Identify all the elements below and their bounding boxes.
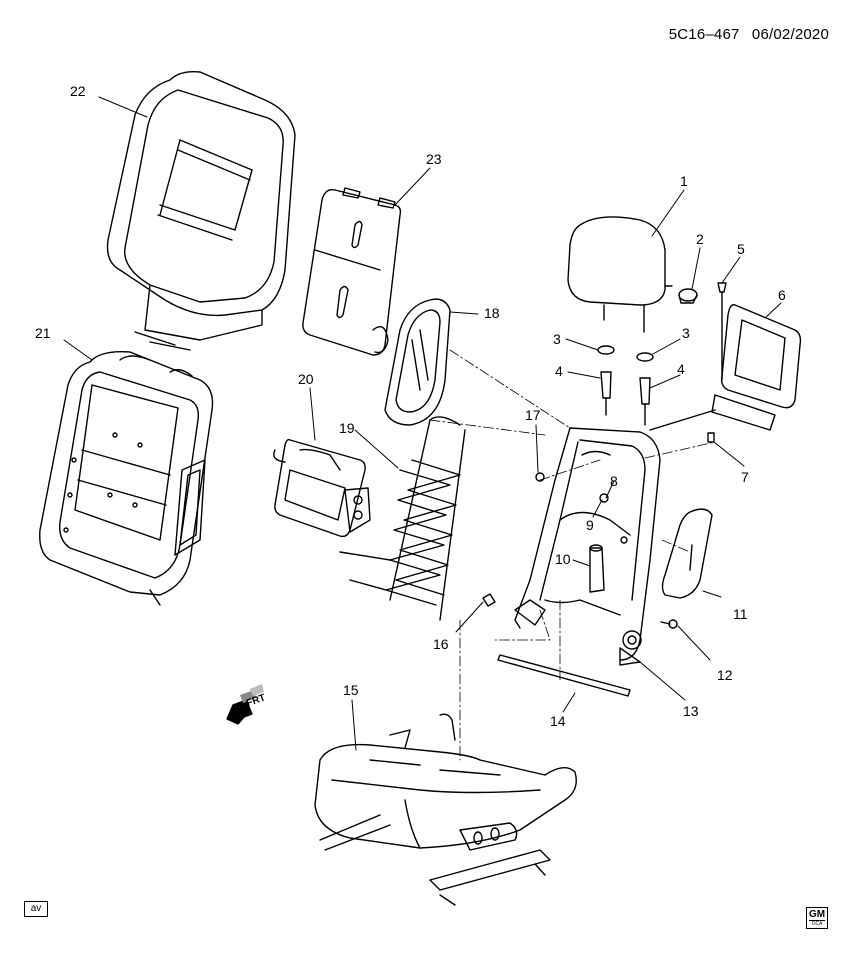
part-2-guide (678, 288, 698, 304)
callout-18: 18 (484, 305, 500, 321)
part-10-motor (589, 544, 605, 593)
part-7-clip (707, 432, 715, 443)
gm-logo-sub: OCA (809, 920, 825, 927)
parts-5-6-switch-module (649, 282, 802, 431)
callout-12: 12 (717, 667, 733, 683)
callout-5: 5 (737, 241, 745, 257)
assembly-reference-lines (429, 349, 716, 761)
callout-10: 10 (555, 551, 571, 567)
callout-9: 9 (586, 517, 594, 533)
diagram-code: 5C16–467 (668, 26, 740, 43)
callout-17: 17 (525, 407, 541, 423)
part-1-head-restraint (567, 216, 673, 333)
parts-3-4-guides (597, 345, 654, 426)
callout-13: 13 (683, 703, 699, 719)
gm-logo-text: GM (808, 909, 826, 920)
callout-21: 21 (35, 325, 51, 341)
part-23-backer-board (302, 187, 402, 356)
callout-4-left: 4 (555, 363, 563, 379)
leader-lines (63, 96, 782, 751)
callout-22: 22 (70, 83, 86, 99)
callout-20: 20 (298, 371, 314, 387)
callout-8: 8 (610, 473, 618, 489)
part-21-seatback-panel (39, 351, 214, 606)
part-14-trim-strip (497, 654, 631, 697)
gm-logo: GM OCA (806, 907, 828, 929)
callout-15: 15 (343, 682, 359, 698)
callout-14: 14 (550, 713, 566, 729)
callout-11: 11 (733, 606, 748, 622)
part-15-seat-cushion (314, 713, 577, 906)
callout-1: 1 (680, 173, 688, 189)
front-arrow-icon (226, 684, 264, 725)
part-22-seatback-cover (106, 70, 296, 351)
callout-7: 7 (741, 469, 749, 485)
diagram-header: 5C16–467 06/02/2020 (661, 26, 829, 43)
view-tag: av (24, 901, 48, 917)
part-19-suspension-mat (339, 416, 466, 621)
part-18-side-airbag (384, 298, 451, 426)
part-11-side-panel (661, 508, 713, 599)
fasteners (482, 472, 678, 629)
callout-19: 19 (339, 420, 355, 436)
part-20-lumbar-module (273, 438, 371, 538)
callout-4-right: 4 (677, 361, 685, 377)
diagram-date: 06/02/2020 (751, 26, 829, 43)
callout-2: 2 (696, 231, 704, 247)
callout-16: 16 (433, 636, 449, 652)
callout-6: 6 (778, 287, 786, 303)
callout-23: 23 (426, 151, 442, 167)
callout-3-left: 3 (553, 331, 561, 347)
seatback-frame (514, 427, 661, 666)
callout-3-right: 3 (682, 325, 690, 341)
